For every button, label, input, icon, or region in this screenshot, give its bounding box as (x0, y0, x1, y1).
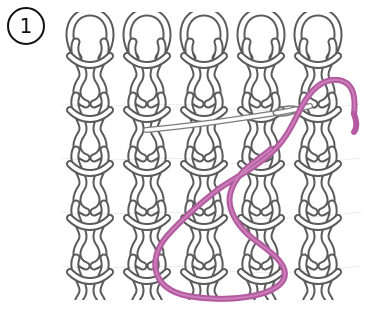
knit-fabric-illustration (62, 12, 361, 320)
tapestry-needle (146, 104, 310, 130)
working-yarn-tail (354, 114, 356, 132)
